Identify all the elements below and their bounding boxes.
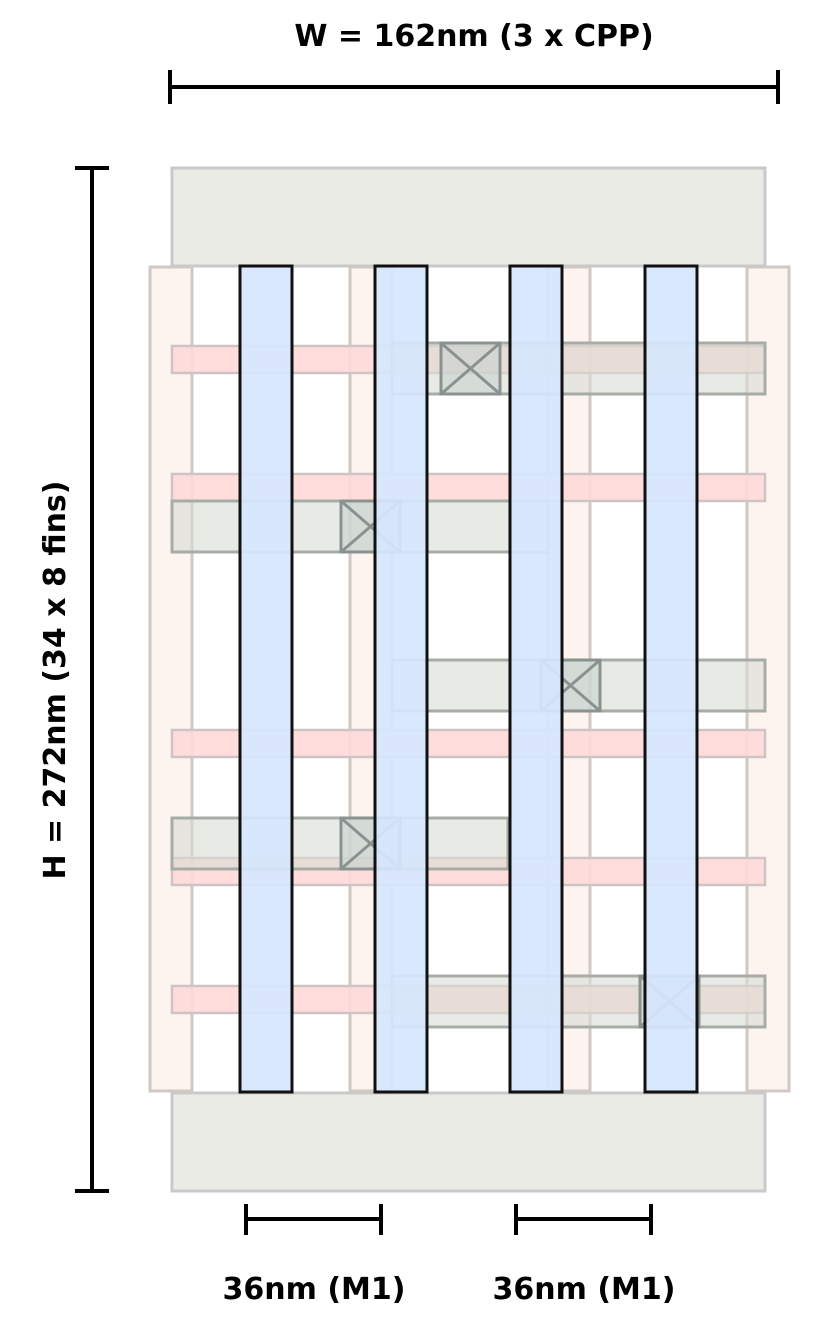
m1-pitch-dimension-left: 36nm (M1) [223, 1204, 406, 1307]
m1-line [373, 264, 429, 1094]
vdd-power-rail [170, 166, 767, 268]
m1-lines [238, 264, 699, 1094]
m1-line [508, 264, 564, 1094]
m1-pitch-label: 36nm (M1) [223, 1272, 406, 1307]
m1-pitch-label: 36nm (M1) [493, 1272, 676, 1307]
height-dimension: H = 272nm (34 x 8 fins) [38, 166, 109, 1193]
m1-line [643, 264, 699, 1094]
via [439, 341, 502, 396]
width-label: W = 162nm (3 x CPP) [294, 19, 653, 54]
m1-pitch-dimension-right: 36nm (M1) [493, 1204, 676, 1307]
vss-power-rail [170, 1091, 767, 1193]
local-interconnect [390, 974, 767, 1029]
height-label: H = 272nm (34 x 8 fins) [38, 481, 73, 880]
m1-line [238, 264, 294, 1094]
width-dimension: W = 162nm (3 x CPP) [168, 19, 780, 104]
poly-gate [148, 265, 194, 1093]
